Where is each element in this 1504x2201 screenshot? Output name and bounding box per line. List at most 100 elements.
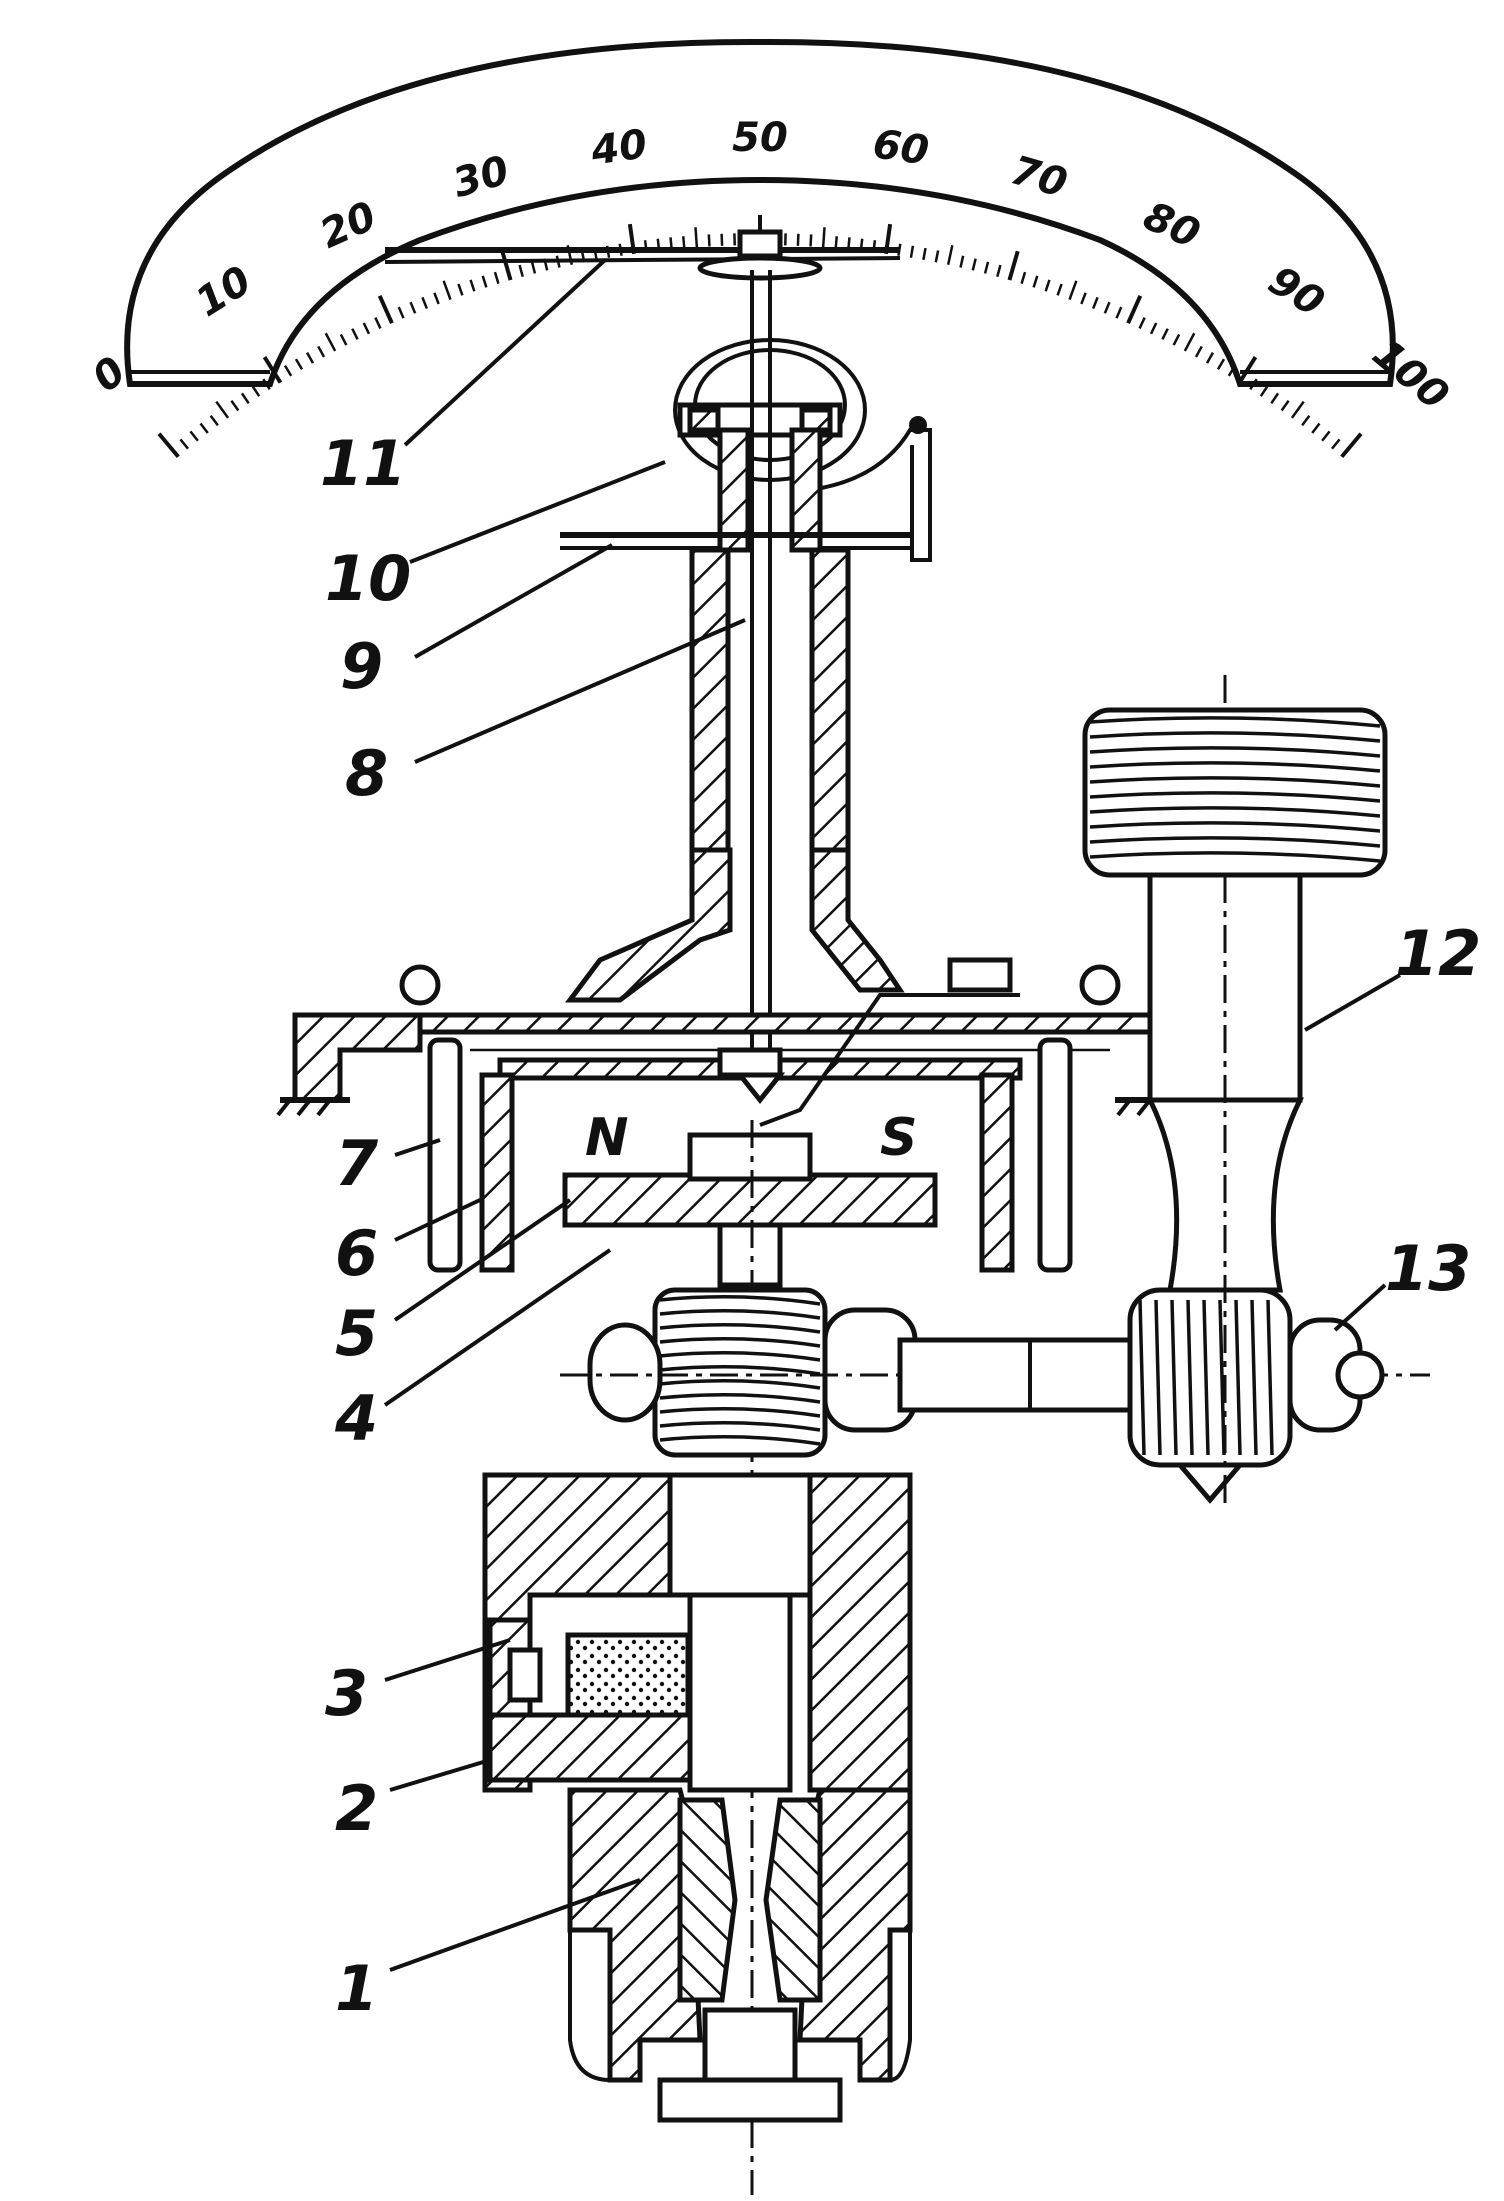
scale-tick xyxy=(457,283,464,296)
scale-tick xyxy=(1091,296,1099,310)
cross-shaft xyxy=(897,1337,1143,1413)
scale-tick xyxy=(377,295,394,325)
scale-tick xyxy=(493,271,500,284)
callout-6: 6 xyxy=(335,1217,378,1290)
scale-tick xyxy=(362,322,371,335)
south-pole-label: S xyxy=(880,1108,917,1168)
scale-tick xyxy=(1161,328,1169,340)
scale-label: 10 xyxy=(188,258,260,327)
scale-tick xyxy=(1172,333,1181,346)
scale-tick xyxy=(959,255,965,268)
scale-tick xyxy=(1311,422,1321,434)
scale-label: 40 xyxy=(587,121,650,174)
scale-tick xyxy=(215,400,230,419)
scale-label: 90 xyxy=(1260,258,1332,327)
scale-tick xyxy=(1080,292,1087,305)
scale-tick xyxy=(1138,317,1146,329)
scale-tick xyxy=(251,385,261,397)
scale-tick xyxy=(240,392,250,404)
callout-13: 13 xyxy=(1385,1232,1471,1305)
scale-tick xyxy=(1237,356,1258,384)
scale-tick xyxy=(469,279,476,292)
scale-tick xyxy=(351,328,359,340)
scale-tick xyxy=(1032,275,1039,288)
scale-tick xyxy=(339,333,348,346)
scale-tick xyxy=(707,234,711,247)
scale-tick xyxy=(1205,352,1215,364)
scale-tick xyxy=(230,399,240,412)
callout-1: 1 xyxy=(335,1952,378,2025)
scale-tick xyxy=(157,432,180,459)
scale-tick xyxy=(305,352,315,364)
scale-tick xyxy=(397,306,405,319)
scale-tick xyxy=(834,236,838,249)
scale-tick xyxy=(421,296,429,310)
callout-labels: 11 10 9 8 7 6 5 4 3 2 1 12 13 xyxy=(320,427,1481,2025)
callout-10: 10 xyxy=(325,542,411,615)
drum-cup xyxy=(427,1037,1073,1273)
scale-tick xyxy=(1301,414,1311,427)
callout-3: 3 xyxy=(325,1657,368,1730)
spiral-gear xyxy=(1127,1287,1385,1504)
scale-label: 100 xyxy=(1364,330,1458,419)
sleeve-cone xyxy=(565,847,905,1003)
lower-fitting xyxy=(567,1787,913,2123)
callout-4: 4 xyxy=(334,1382,378,1455)
scale-tick xyxy=(1149,322,1158,335)
scale-tick xyxy=(199,422,209,434)
scale-tick xyxy=(209,414,219,427)
scale-tick xyxy=(283,364,293,377)
housing xyxy=(482,1472,913,1793)
scale-tick xyxy=(1290,400,1305,419)
scale-tick xyxy=(1216,358,1226,371)
scale-tick xyxy=(409,301,417,314)
scale-tick xyxy=(294,358,304,371)
pointer-shaft xyxy=(750,270,772,1050)
scale-tick xyxy=(1056,283,1063,296)
leader-lines xyxy=(383,258,1402,1972)
scale-tick xyxy=(518,264,524,277)
scale-label: 70 xyxy=(1006,147,1072,207)
helical-gear-top xyxy=(1082,707,1388,878)
callout-9: 9 xyxy=(340,630,383,703)
scale-label: 60 xyxy=(870,121,932,174)
scale-tick xyxy=(1249,378,1258,390)
scale-tick xyxy=(996,264,1002,277)
scale-tick xyxy=(1103,301,1111,314)
scale-tick xyxy=(1126,295,1143,325)
scale-tick xyxy=(374,317,382,329)
scale-tick xyxy=(796,233,800,246)
frame-plate xyxy=(276,957,1180,1127)
scale-tick xyxy=(1331,438,1341,450)
scale-tick xyxy=(1115,306,1123,319)
callout-7: 7 xyxy=(335,1127,379,1200)
scale-label: 20 xyxy=(314,193,384,258)
scale-label: 30 xyxy=(448,147,514,207)
scale-tick xyxy=(946,244,954,266)
permanent-magnet: N S xyxy=(562,1108,938,1228)
scale-tick xyxy=(934,250,940,263)
scale-tick xyxy=(442,280,452,301)
scale-label: 80 xyxy=(1137,193,1207,258)
callout-5: 5 xyxy=(335,1297,378,1370)
scale-tick xyxy=(324,332,337,352)
scale-tick xyxy=(720,233,724,246)
scale-tick xyxy=(1020,271,1027,284)
scale-tick xyxy=(500,250,513,281)
callout-11: 11 xyxy=(320,427,406,500)
scale-tick xyxy=(433,292,440,305)
scale-tick xyxy=(1259,385,1269,397)
scale-label: 50 xyxy=(732,115,788,161)
scale-tick xyxy=(481,275,488,288)
scale-tick xyxy=(1194,345,1203,358)
scale-tick xyxy=(809,234,813,247)
scale-tick xyxy=(530,261,537,274)
callout-2: 2 xyxy=(335,1772,378,1845)
pointer-needle xyxy=(384,229,901,281)
scale-tick xyxy=(317,345,326,358)
scale-tick xyxy=(983,261,990,274)
scale-tick xyxy=(1044,279,1051,292)
scale-tick xyxy=(1007,250,1020,281)
scale-tick xyxy=(189,430,199,442)
